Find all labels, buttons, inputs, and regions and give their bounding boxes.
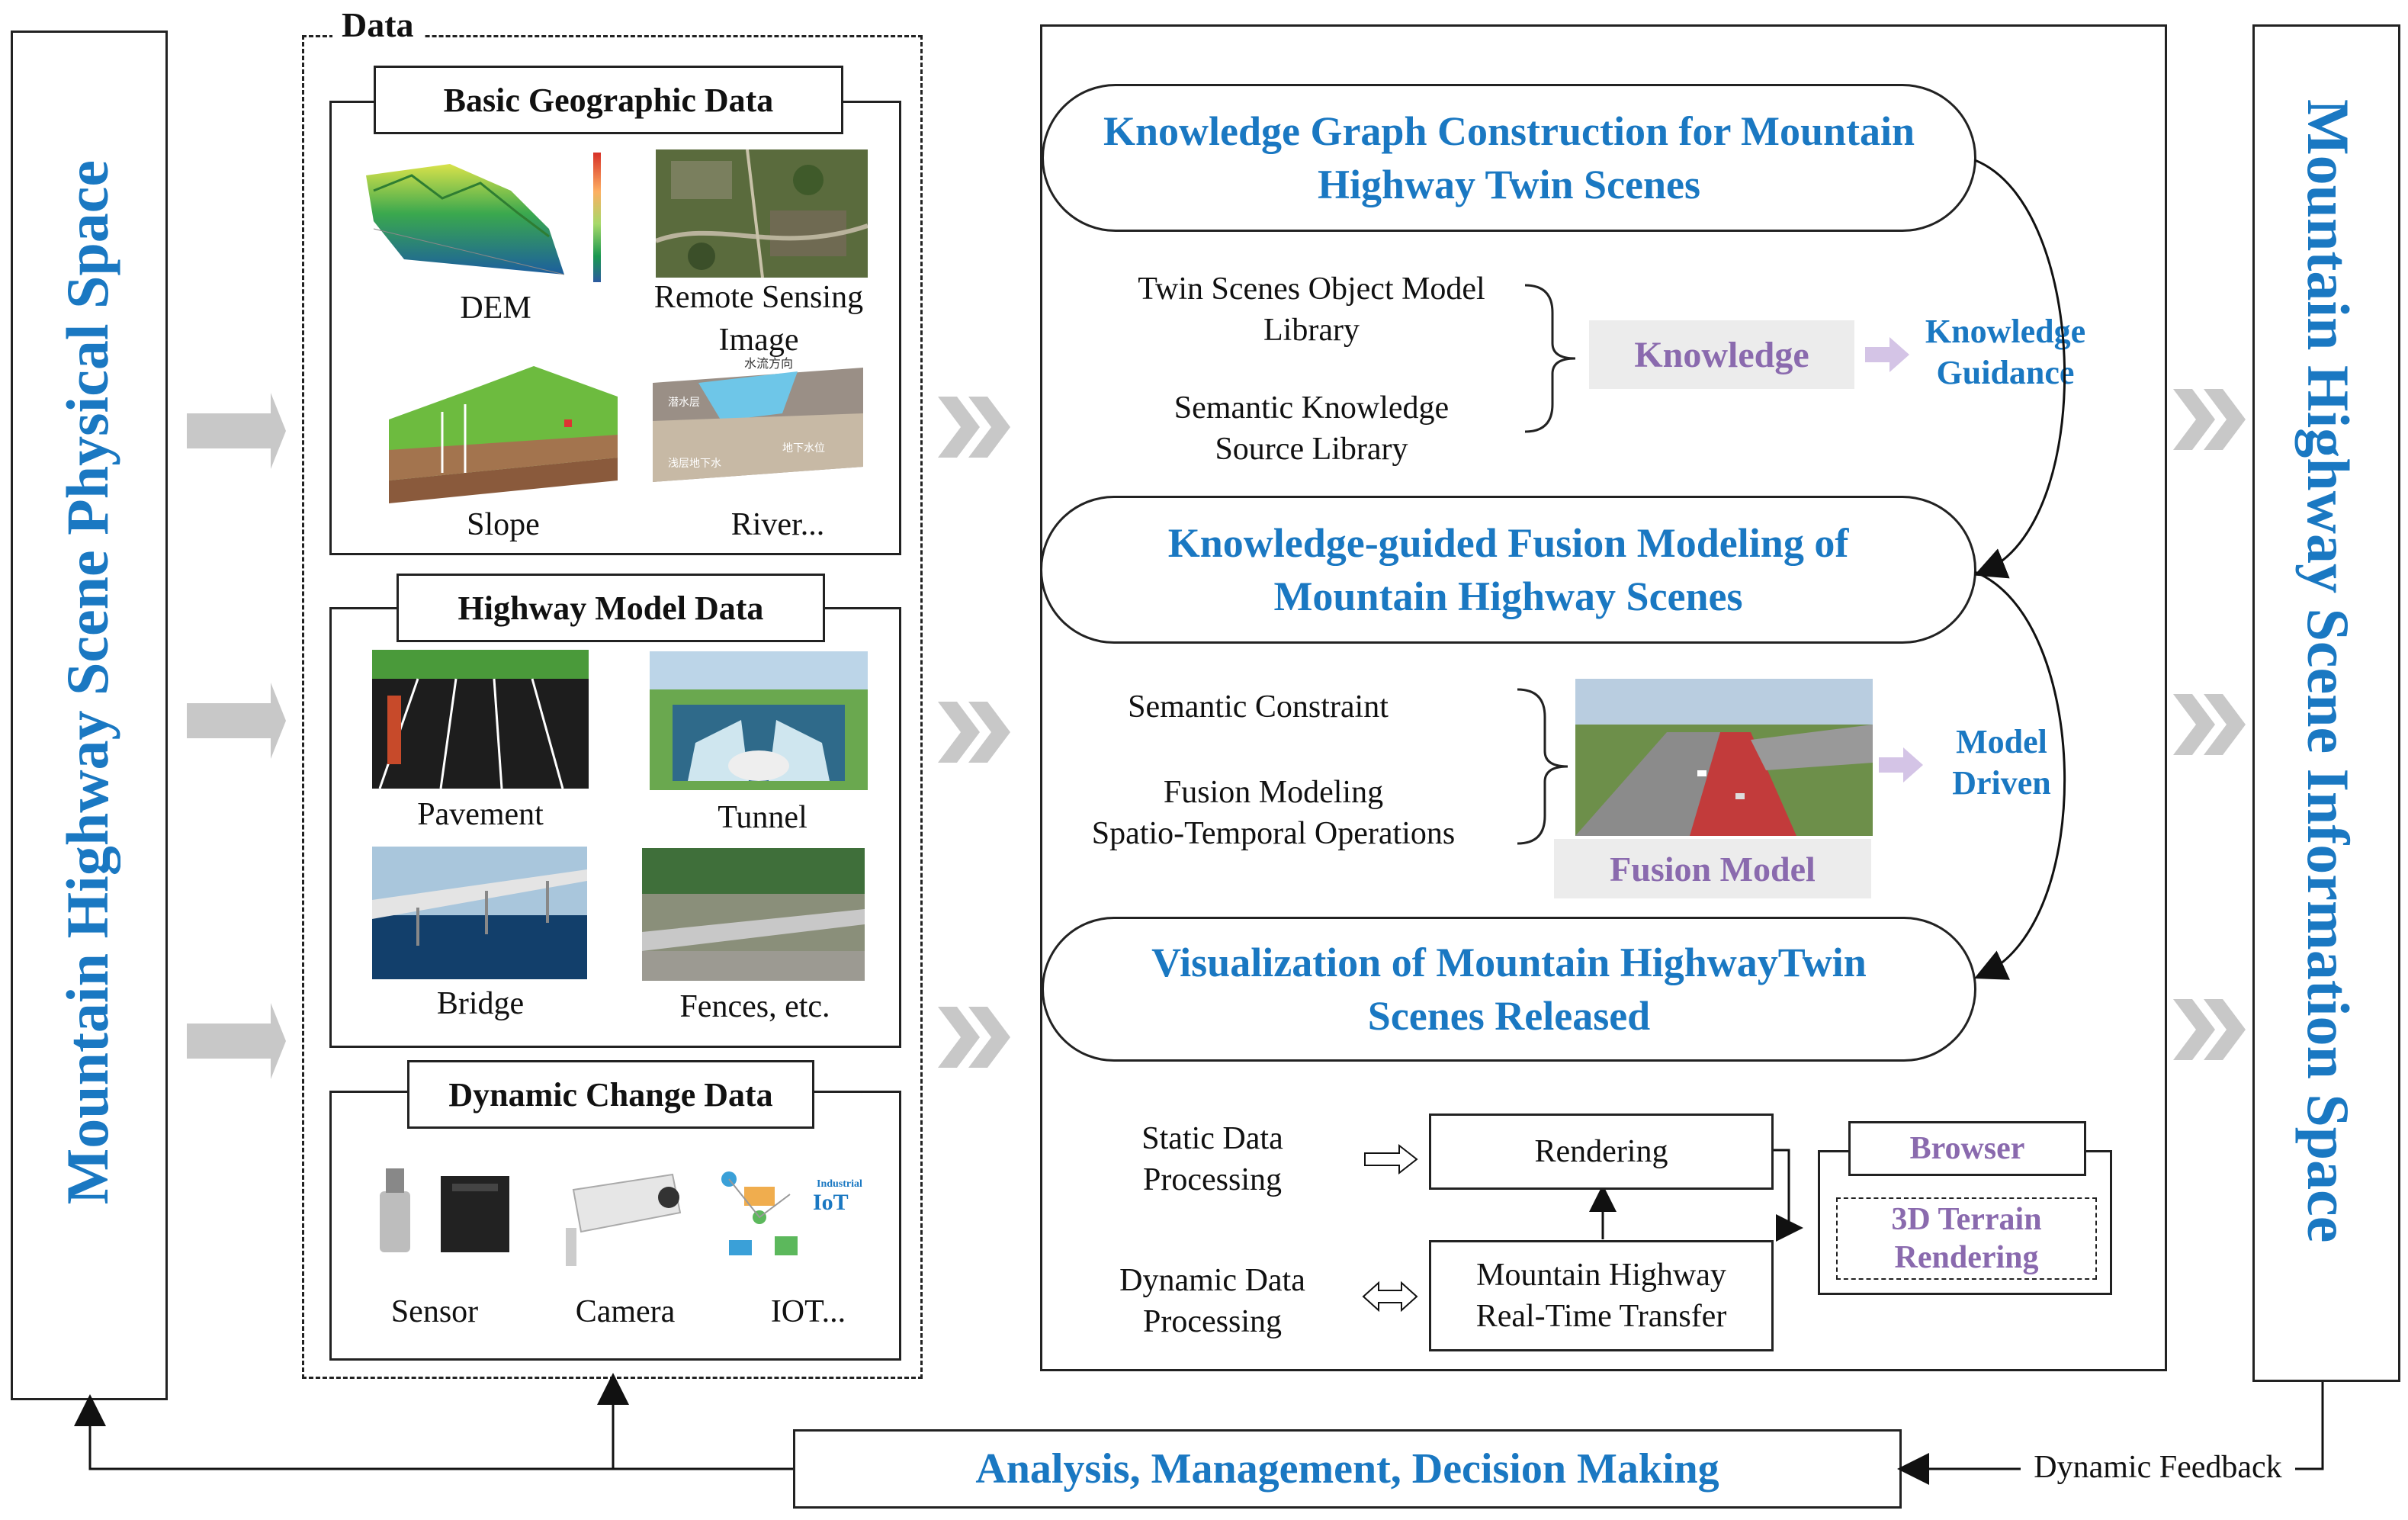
kg-semantic-library: Semantic Knowledge Source Library [1098,387,1525,470]
fusion-brace [1517,688,1568,845]
sensor-image [380,1168,509,1252]
static-processing-label: Static Data Processing [1098,1118,1327,1200]
slope-image [389,366,618,503]
browser-label: Browser [1848,1121,2086,1176]
geo-item-remote-sensing: Remote Sensing Image [653,280,864,358]
kg-construction-node: Knowledge Graph Construction for Mountai… [1042,84,1976,232]
vis-title-line1: Visualization of Mountain HighwayTwin [1151,940,1867,985]
geo-data-header: Basic Geographic Data [374,66,843,134]
knowledge-guidance-line1: Knowledge [1925,313,2086,350]
terrain-rendering-box: 3D Terrain Rendering [1836,1197,2097,1280]
visualization-node: Visualization of Mountain HighwayTwin Sc… [1042,917,1976,1062]
rendering-box: Rendering [1429,1113,1774,1190]
camera-image [566,1173,682,1266]
dynamic-line1: Dynamic Data [1119,1263,1305,1298]
river-label-flow: 水流方向 [744,357,793,371]
flow-arrows-left [187,393,286,1079]
fences-image [642,848,865,981]
physical-space-panel [11,31,168,1400]
highway-item-fences: Fences, etc. [679,989,830,1024]
model-driven-label: Model Driven [1922,721,2082,804]
dynamic-line2: Processing [1143,1304,1282,1339]
fusion-title-line1: Knowledge-guided Fusion Modeling of [1167,520,1849,566]
highway-data-header: Highway Model Data [397,574,825,642]
fusion-modeling-node: Knowledge-guided Fusion Modeling of Moun… [1040,496,1976,644]
tunnel-image [650,651,868,790]
realtime-transfer-box: Mountain Highway Real-Time Transfer [1429,1240,1774,1351]
feedback-lines [74,1373,2324,1485]
iot-image: Industrial IoT [721,1171,862,1255]
fusion-ops-line2: Spatio-Temporal Operations [1091,816,1456,851]
kg-brace [1524,284,1576,433]
fusion-ops-line1: Fusion Modeling [1163,775,1384,810]
process-curved-arrows [1973,159,2066,980]
kg-lib1-line1: Twin Scenes Object Model [1138,272,1485,307]
iot-industrial-label: Industrial [817,1178,862,1190]
dynamic-item-sensor: Sensor [390,1294,479,1329]
highway-item-pavement: Pavement [417,797,544,832]
dynamic-item-camera: Camera [575,1294,676,1329]
river-label-aquifer: 潜水层 [668,397,700,409]
kg-title-line2: Highway Twin Scenes [1317,162,1701,207]
kg-lib1-line2: Library [1263,313,1360,348]
data-section-title: Data [332,5,423,45]
model-driven-line2: Driven [1952,764,2051,802]
knowledge-guidance-label: Knowledge Guidance [1906,311,2105,394]
dem-image [366,153,601,282]
fusion-model-box: Fusion Model [1554,839,1871,898]
information-space-label: Mountain Highway Scene Information Space [2295,99,2361,1243]
model-driven-line1: Model [1956,723,2047,760]
knowledge-guidance-line2: Guidance [1936,354,2075,391]
kg-title-line1: Knowledge Graph Construction for Mountai… [1103,108,1915,154]
river-label-shallow: 浅层地下水 [668,458,721,470]
static-line2: Processing [1143,1162,1282,1197]
vis-title-line2: Scenes Released [1367,993,1651,1039]
fusion-ops-label: Fusion Modeling Spatio-Temporal Operatio… [1052,772,1495,854]
information-space-panel [2252,24,2400,1382]
fusion-model-image [1575,679,1873,836]
geo-item-slope: Slope [467,507,540,542]
static-line1: Static Data [1141,1121,1283,1156]
geo-item-river: River... [730,507,825,542]
highway-item-tunnel: Tunnel [718,800,807,835]
transfer-line1: Mountain Highway [1476,1258,1726,1293]
knowledge-box: Knowledge [1589,320,1854,389]
grey-arrow-3 [187,1003,286,1079]
pavement-image [372,650,589,789]
analysis-box: Analysis, Management, Decision Making [793,1429,1902,1509]
dynamic-data-header: Dynamic Change Data [407,1060,814,1129]
geo-item-dem: DEM [460,291,531,326]
kg-object-library: Twin Scenes Object Model Library [1098,268,1525,351]
pipeline-arrows [1362,1143,1803,1312]
dynamic-item-iot: IOT... [770,1294,846,1329]
flow-chevrons-right [2173,389,2246,1060]
iot-badge-label: IoT [813,1190,849,1215]
semantic-constraint-label: Semantic Constraint [1128,689,1389,725]
river-label-level: 地下水位 [782,442,825,455]
knowledge-arrow [1865,337,1909,372]
terrain-line1: 3D Terrain [1891,1202,2042,1237]
remote-sensing-image [656,149,868,278]
model-arrow [1879,747,1923,782]
physical-space-label: Mountain Highway Scene Physical Space [54,160,120,1205]
kg-lib2-line1: Semantic Knowledge [1173,390,1450,426]
terrain-line2: Rendering [1894,1240,2039,1275]
fusion-title-line2: Mountain Highway Scenes [1273,574,1743,619]
transfer-line2: Real-Time Transfer [1475,1299,1727,1334]
flow-chevrons-middle [938,397,1010,1068]
grey-arrow-1 [187,393,286,469]
dynamic-feedback-label: Dynamic Feedback [2021,1449,2295,1486]
dynamic-processing-label: Dynamic Data Processing [1090,1260,1334,1342]
bridge-image [372,847,587,979]
river-image: 水流方向 潜水层 浅层地下水 地下水位 [653,357,863,482]
grey-arrow-2 [187,683,286,759]
highway-item-bridge: Bridge [436,986,525,1021]
kg-lib2-line2: Source Library [1215,432,1408,467]
